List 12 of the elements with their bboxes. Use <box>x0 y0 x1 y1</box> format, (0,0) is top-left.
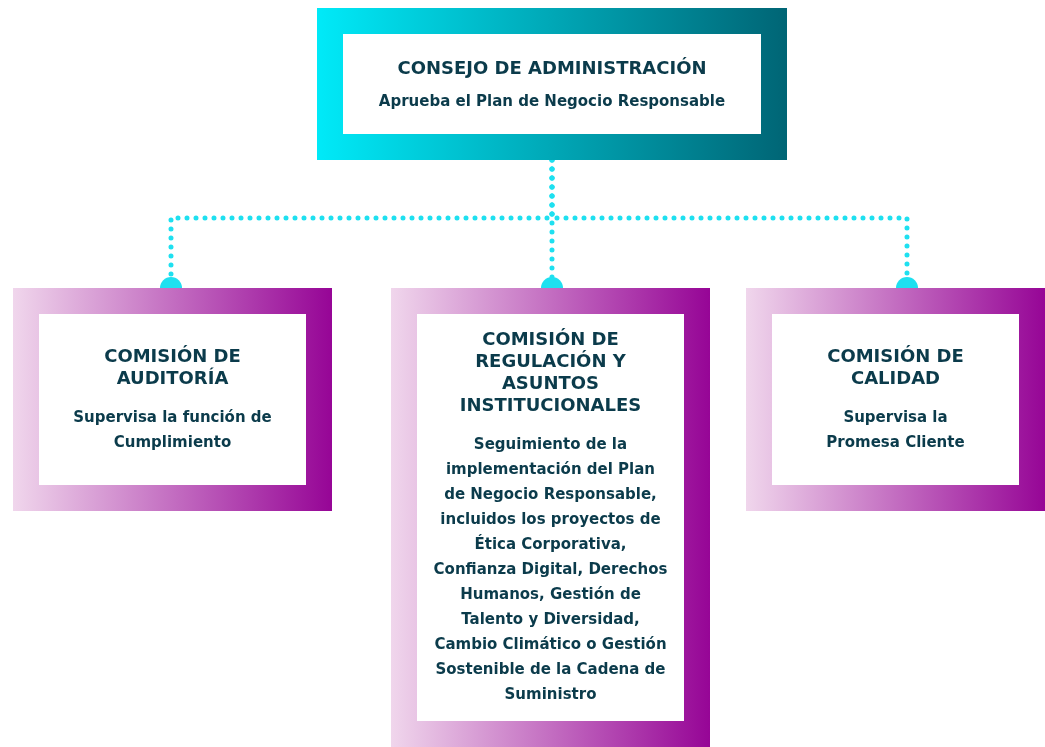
box-heading: CONSEJO DE ADMINISTRACIÓN <box>397 56 707 80</box>
org-box <box>317 8 787 160</box>
box-heading: COMISIÓN DE REGULACIÓN Y ASUNTOS INSTITUCIONALES <box>458 328 643 416</box>
box-heading: COMISIÓN DE CALIDAD <box>826 344 965 389</box>
org-box <box>391 288 710 747</box>
box-description: Supervisa la función de Cumplimiento <box>72 406 273 453</box>
box-heading: COMISIÓN DE AUDITORÍA <box>103 344 242 389</box>
box-description: Seguimiento de la implementación del Plan de Negocio Responsable, incluidos los proyectos de Ética Corporativa, Confianza Digital, Derechos Humanos, Gestión de Talento y Diversidad, Cambio Climático o Gestión Sostenible de la Cadena de Suministro <box>433 434 668 705</box>
box-description: Supervisa la Promesa Cliente <box>825 406 966 453</box>
box-description: Aprueba el Plan de Negocio Responsable <box>378 91 726 112</box>
org-box <box>746 288 1045 511</box>
org-box <box>13 288 332 511</box>
